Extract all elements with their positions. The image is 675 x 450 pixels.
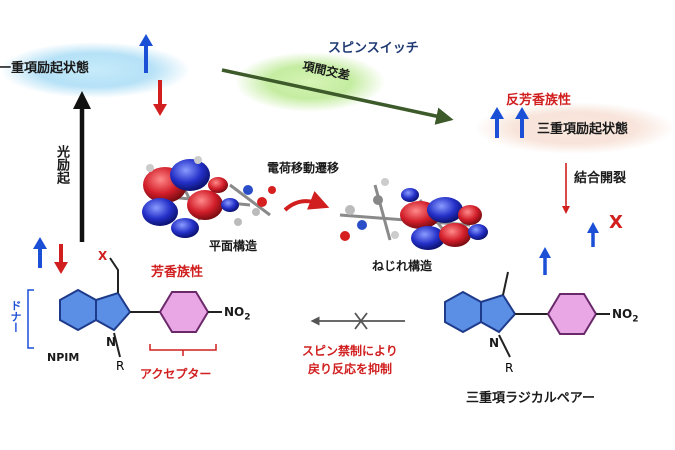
acceptor-bracket [149, 344, 217, 356]
radical-molecule [444, 271, 610, 358]
donor-bracket [27, 289, 34, 349]
singlet-excited-label: 一重項励起状態 [0, 61, 90, 76]
x-right-label: X [609, 212, 623, 233]
acceptor-label: アクセプター [140, 367, 212, 381]
x-left-label: X [98, 249, 108, 263]
isc-arrow [221, 68, 454, 125]
singlet-spin-arrows [139, 34, 167, 116]
no2-right-label: NO2 [612, 307, 639, 325]
spin-switch-label: スピンスイッチ [328, 41, 419, 56]
npim-molecule [59, 257, 222, 358]
bond-cleavage-label: 結合開裂 [574, 171, 627, 186]
triplet-spin-arrows [490, 107, 529, 138]
singlet-glow [0, 42, 190, 98]
charge-transfer-label: 電荷移動遷移 [267, 161, 340, 175]
spin-forbidden-line2: 戻り反応を抑制 [308, 362, 393, 376]
n-left-label: N [106, 335, 117, 349]
r-right-label: R [505, 361, 514, 375]
no2-left-label: NO2 [224, 305, 251, 323]
npim-label: NPIM [47, 351, 80, 364]
n-right-label: N [489, 336, 500, 350]
twisted-label: ねじれ構造 [372, 259, 433, 273]
radical-spin-arrows [539, 222, 599, 275]
back-reaction-arrow [310, 312, 405, 330]
ground-spin-arrows [33, 237, 68, 274]
r-left-label: R [116, 359, 125, 373]
triplet-excited-label: 三重項励起状態 [537, 122, 629, 137]
twisted-orbital [339, 178, 488, 250]
planar-label: 平面構造 [209, 239, 258, 253]
donor-label: ドナー [9, 300, 22, 333]
photoexcitation-label: 光励起 [54, 145, 69, 184]
ct-arrow [283, 191, 330, 212]
spin-forbidden-line1: スピン禁制により [302, 344, 398, 358]
antiaromatic-label: 反芳香族性 [506, 93, 572, 108]
aromatic-label: 芳香族性 [151, 265, 204, 280]
triplet-radical-pair-label: 三重項ラジカルペアー [466, 391, 595, 406]
planar-orbital [142, 156, 276, 238]
